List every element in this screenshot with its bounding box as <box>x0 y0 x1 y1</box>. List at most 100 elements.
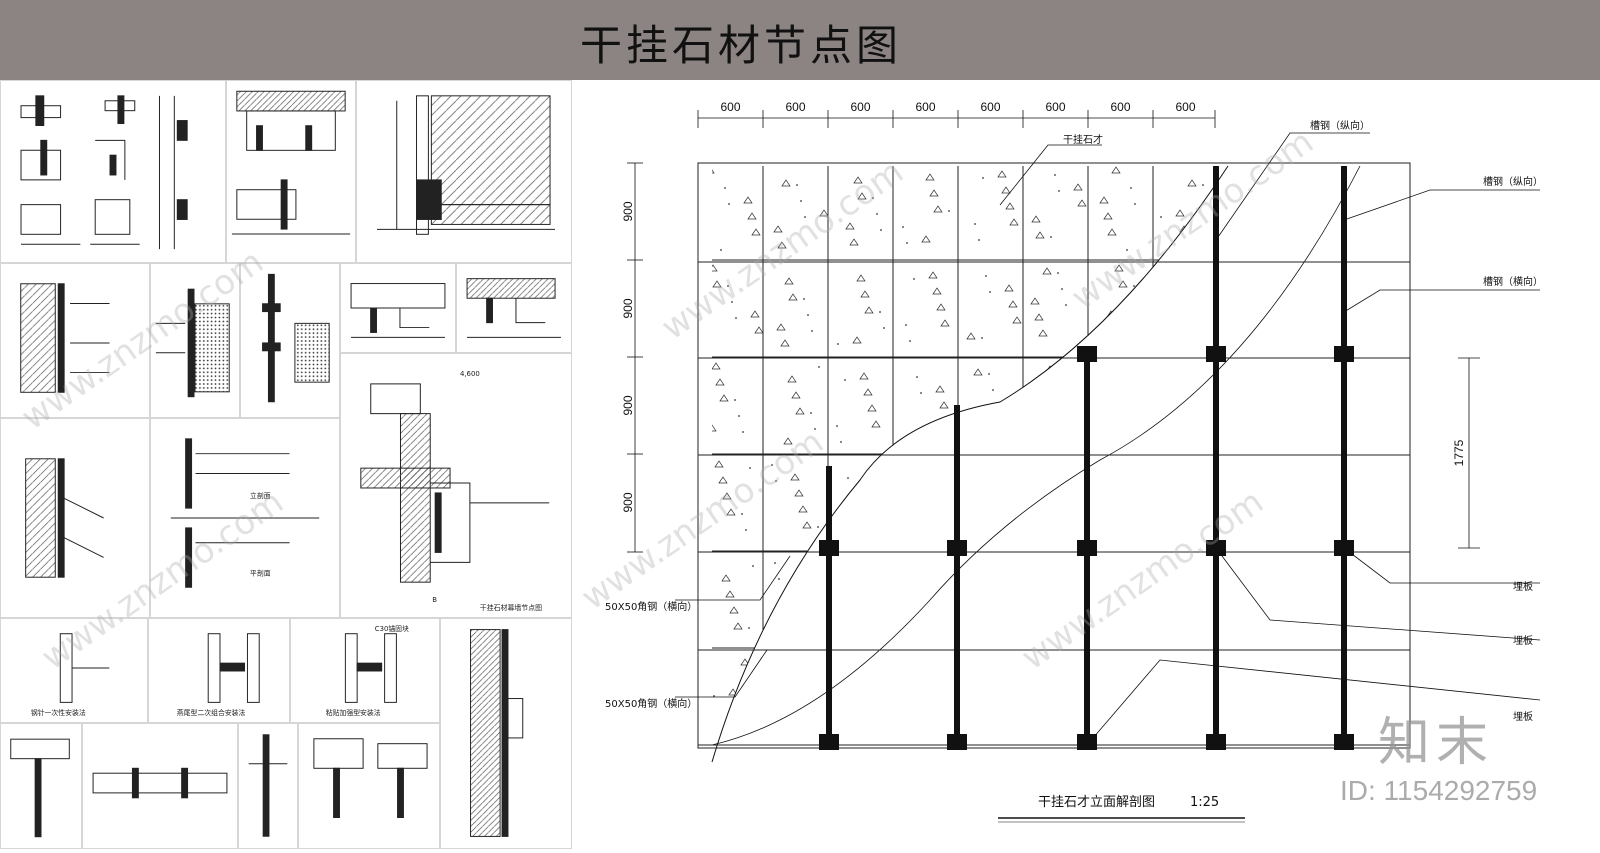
stone-texture-mark <box>1097 513 1099 515</box>
stone-texture-mark <box>1144 415 1146 417</box>
stone-texture-mark <box>803 298 805 300</box>
stone-texture-mark <box>725 590 735 598</box>
stone-texture-mark <box>878 534 888 542</box>
stone-texture-mark <box>1011 398 1021 406</box>
stone-texture-mark <box>712 424 717 432</box>
embed-plate <box>1206 734 1226 750</box>
stone-texture-mark <box>808 717 818 725</box>
label-stone: 干挂石才 <box>1063 133 1103 146</box>
stone-texture-mark <box>1167 330 1169 332</box>
stone-texture-mark <box>718 476 728 484</box>
stone-texture-mark <box>818 366 820 368</box>
stone-texture-mark <box>1103 212 1113 220</box>
stone-texture-mark <box>819 209 829 217</box>
stone-texture-mark <box>706 581 708 583</box>
stone-texture-mark <box>904 469 914 477</box>
stone-panel <box>827 647 894 746</box>
stone-texture-mark <box>900 531 910 539</box>
stone-texture-mark <box>925 173 935 181</box>
stone-texture-mark <box>974 223 976 225</box>
detail-thumbnail <box>240 263 340 418</box>
detail-thumbnail <box>0 263 150 418</box>
leader-lines <box>675 132 1541 746</box>
stone-texture-mark <box>933 205 943 213</box>
stone-texture-mark <box>817 526 819 528</box>
stone-texture-mark <box>1041 427 1051 435</box>
channel-steel-vertical <box>954 405 960 748</box>
stone-texture-mark <box>754 326 764 334</box>
page-title: 干挂石材节点图 <box>580 21 903 70</box>
stone-panel <box>827 166 894 261</box>
stone-texture-mark <box>1125 394 1135 402</box>
stone-texture-mark <box>940 319 950 327</box>
stone-panel <box>762 647 829 746</box>
leader-line <box>675 555 791 601</box>
detail-thumbnail <box>440 618 572 849</box>
stone-texture-mark <box>729 606 739 614</box>
dimension-label: 600 <box>720 100 740 114</box>
stone-texture-mark <box>1124 476 1134 484</box>
stone-texture-mark <box>749 467 751 469</box>
stone-texture-mark <box>1120 460 1130 468</box>
stone-texture-mark <box>1070 723 1080 731</box>
stone-texture-mark <box>1172 671 1182 679</box>
stone-texture-mark <box>1190 277 1200 285</box>
stone-panel <box>957 453 1024 552</box>
stone-texture-mark <box>720 249 722 251</box>
stone-texture-mark <box>722 492 732 500</box>
stone-texture-mark <box>1037 411 1047 419</box>
stone-panel <box>1087 453 1154 552</box>
stone-panel <box>1087 166 1154 261</box>
stone-panel <box>827 356 894 455</box>
stone-panel <box>957 166 1024 261</box>
stone-texture-mark <box>966 332 976 340</box>
stone-texture-mark <box>812 655 822 663</box>
stone-texture-mark <box>978 239 980 241</box>
stone-texture-mark <box>999 503 1001 505</box>
stone-panel <box>957 356 1024 455</box>
stone-panel <box>712 453 764 552</box>
stone-texture-mark <box>1008 300 1018 308</box>
stone-texture-mark <box>794 489 804 497</box>
stone-panel <box>1087 356 1154 455</box>
stone-texture-mark <box>732 704 742 712</box>
stone-texture-mark <box>1035 231 1045 239</box>
stone-texture-mark <box>1186 339 1196 347</box>
stone-texture-mark <box>1177 464 1179 466</box>
stone-texture-mark <box>911 583 921 591</box>
embed-plate <box>1206 346 1226 362</box>
stone-texture-mark <box>782 594 784 596</box>
image-id: ID: 1154292759 <box>1340 775 1538 806</box>
stone-texture-mark <box>849 238 859 246</box>
stone-texture-mark <box>1052 479 1062 487</box>
stone-texture-mark <box>872 197 874 199</box>
stone-texture-mark <box>1105 467 1107 469</box>
stone-texture-mark <box>1048 463 1058 471</box>
stone-texture-mark <box>1004 284 1014 292</box>
stone-texture-mark <box>1119 695 1121 697</box>
stone-panel <box>957 259 1024 358</box>
stone-panel <box>712 647 764 746</box>
stone-texture-mark <box>1107 228 1117 236</box>
stone-panel <box>1022 356 1089 455</box>
stone-texture-mark <box>1114 264 1124 272</box>
detail-thumbnail <box>340 263 456 353</box>
stone-panel <box>1152 550 1219 649</box>
label-channel-horizontal: 槽钢（横向） <box>1483 275 1543 288</box>
stone-texture-mark <box>736 720 746 728</box>
stone-panel <box>892 259 959 358</box>
stone-panel <box>1087 550 1154 649</box>
stone-texture-mark <box>713 695 715 697</box>
stone-texture-mark <box>1050 236 1052 238</box>
stone-texture-mark <box>881 554 891 562</box>
stone-texture-mark <box>1130 187 1132 189</box>
stone-texture-mark <box>905 324 907 326</box>
caption-level: 4,600 <box>460 370 480 378</box>
stone-panel <box>827 550 894 649</box>
stone-panel <box>1022 259 1089 358</box>
channel-steel-vertical <box>1341 166 1347 748</box>
stone-texture-mark <box>1031 215 1041 223</box>
label-embed-plate: 埋板 <box>1513 580 1533 593</box>
stone-texture-mark <box>1078 614 1080 616</box>
stone-texture-mark <box>1058 675 1068 683</box>
